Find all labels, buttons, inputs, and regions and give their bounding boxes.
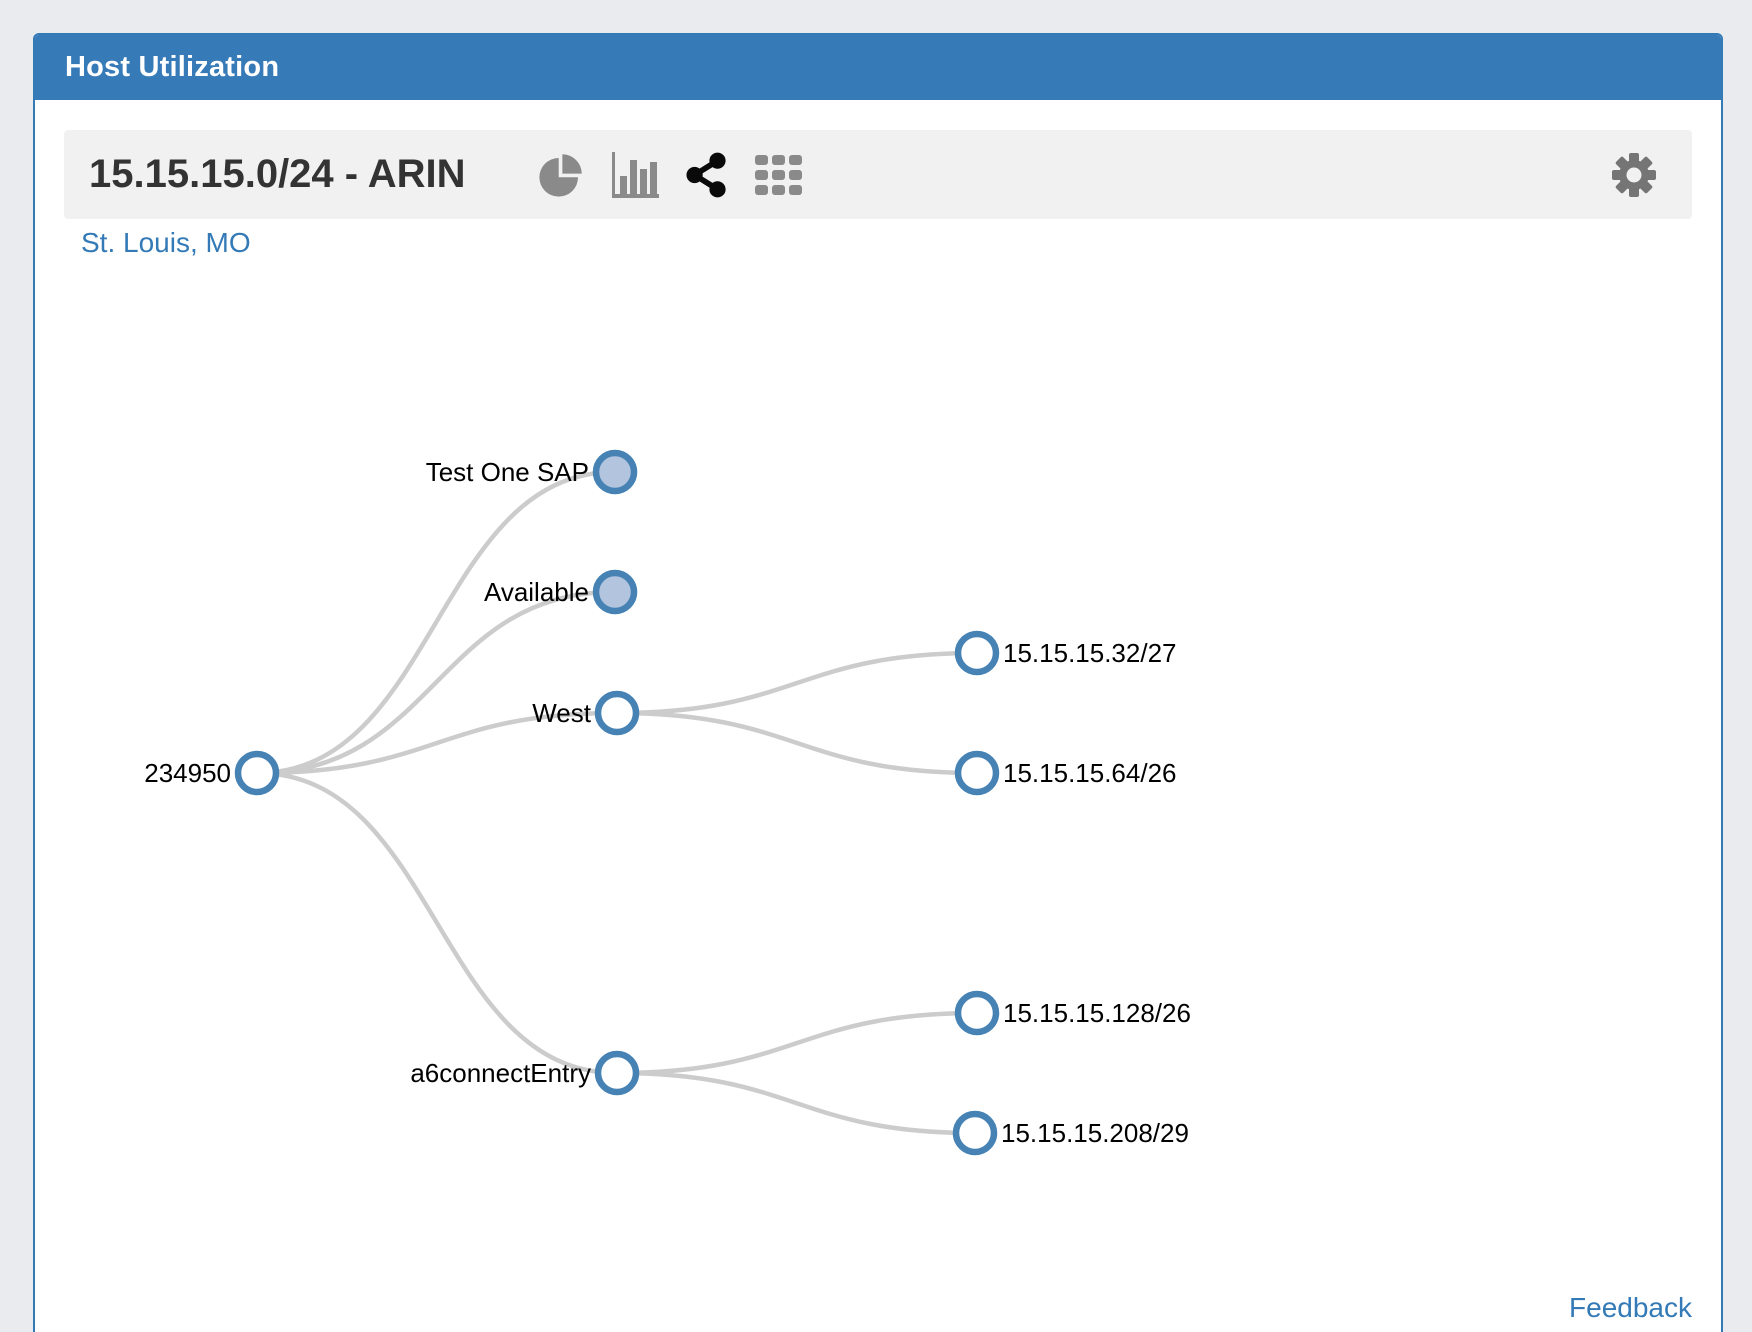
- location-link[interactable]: St. Louis, MO: [81, 227, 251, 258]
- tree-node-circle-subnet-32-27[interactable]: [954, 630, 1000, 676]
- grid-icon[interactable]: [754, 153, 803, 197]
- tree-node-circle-subnet-128-26[interactable]: [954, 990, 1000, 1036]
- tree-node-circle-west[interactable]: [594, 690, 640, 736]
- tree-node-circle-test-one-sap[interactable]: [592, 449, 638, 495]
- feedback-link[interactable]: Feedback: [1569, 1292, 1692, 1323]
- gear-icon[interactable]: [1610, 151, 1658, 199]
- feedback-row: Feedback: [1569, 1292, 1692, 1324]
- share-glyph: [685, 152, 726, 197]
- bar-chart-glyph: [611, 151, 659, 198]
- tree-node-circle-subnet-64-26[interactable]: [954, 750, 1000, 796]
- network-title: 15.15.15.0/24 - ARIN: [89, 152, 466, 196]
- host-utilization-panel: Host Utilization 15.15.15.0/24 - ARIN: [33, 33, 1723, 1332]
- pie-chart-glyph: [538, 153, 582, 197]
- tree-node-circle-a6connectentry[interactable]: [594, 1050, 640, 1096]
- share-icon[interactable]: [685, 152, 728, 198]
- grid-glyph: [754, 154, 802, 195]
- tree-node-circle-available[interactable]: [592, 569, 638, 615]
- view-toggle-group: [538, 151, 803, 199]
- location-row: St. Louis, MO: [81, 227, 1692, 259]
- panel-title: Host Utilization: [65, 51, 280, 83]
- panel-body: 15.15.15.0/24 - ARIN: [35, 100, 1721, 259]
- tree-node-circle-subnet-208-29[interactable]: [952, 1110, 998, 1156]
- widget-heading: 15.15.15.0/24 - ARIN: [64, 130, 1692, 219]
- panel-header: Host Utilization: [35, 35, 1721, 100]
- tree-node-circle-root[interactable]: [234, 750, 280, 796]
- bar-chart-icon[interactable]: [611, 151, 659, 198]
- pie-chart-icon[interactable]: [538, 151, 584, 199]
- gear-glyph: [1612, 152, 1656, 197]
